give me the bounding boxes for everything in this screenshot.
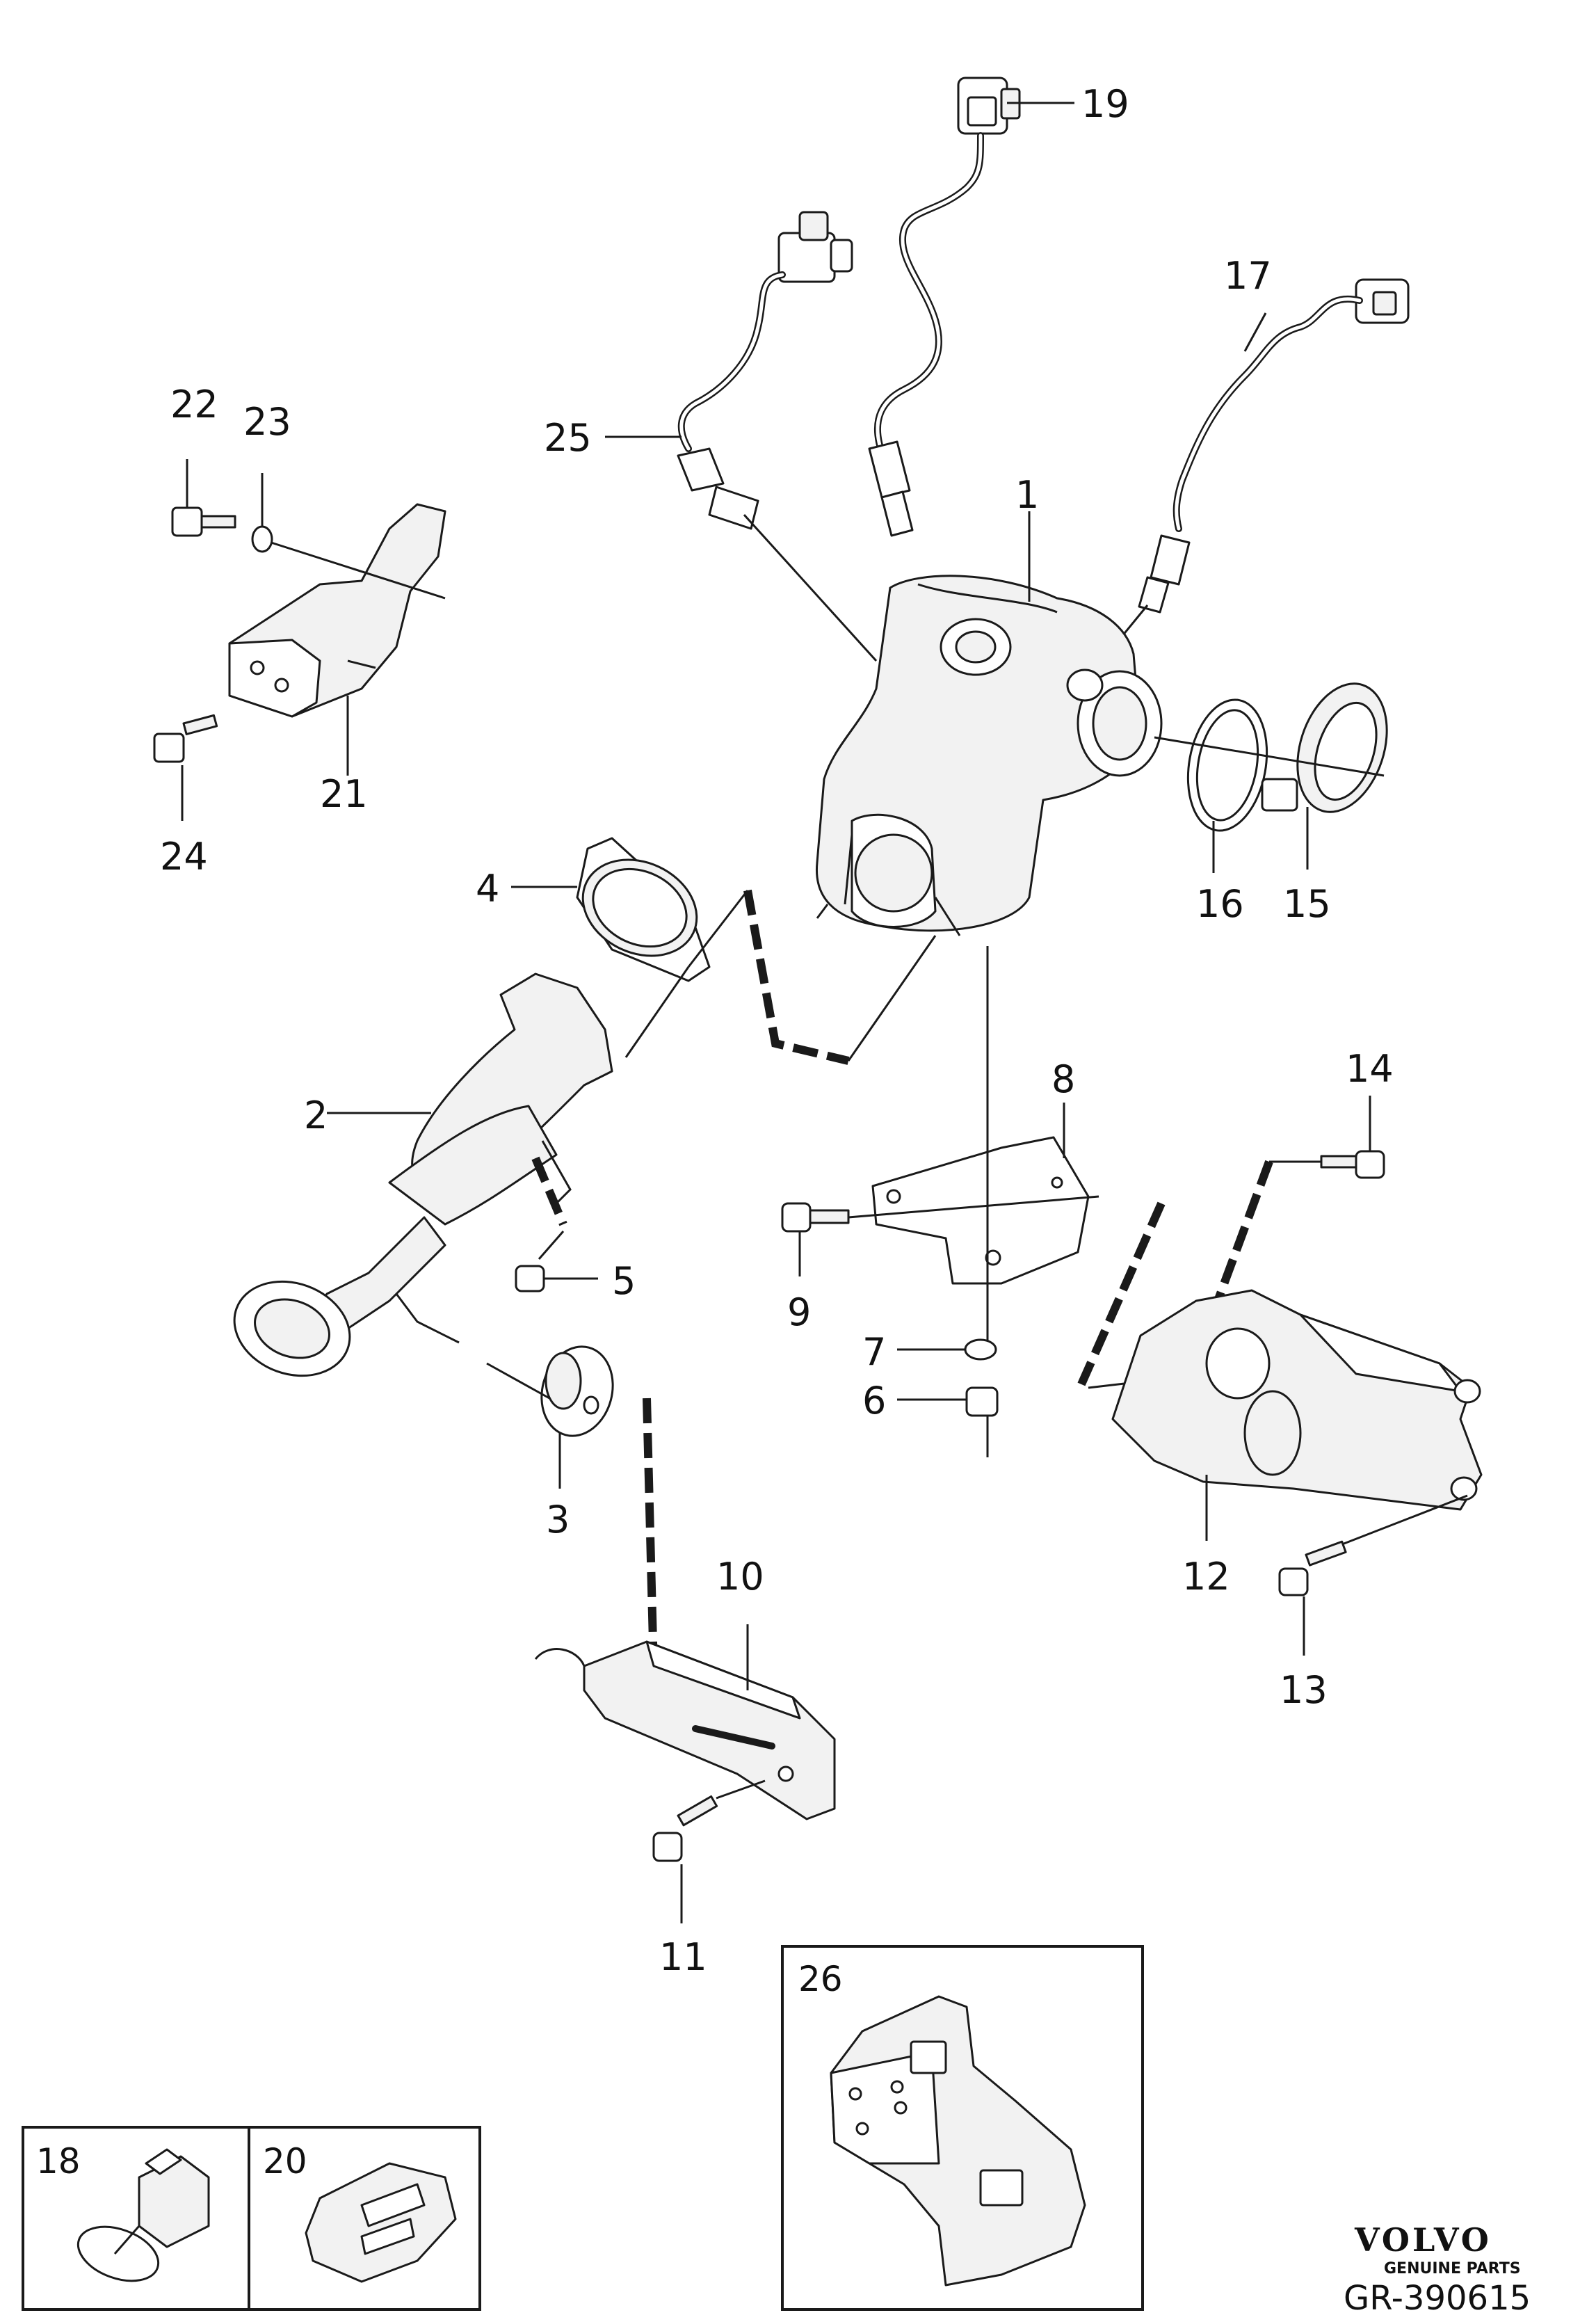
assembly-guide-line xyxy=(538,1231,565,1260)
bolt-9 xyxy=(781,1195,1099,1276)
callout-1: 1 xyxy=(1015,473,1039,517)
assembly-guide-dash xyxy=(531,1156,567,1226)
callout-12: 12 xyxy=(1182,1555,1230,1599)
oxygen-sensor-25 xyxy=(605,211,878,662)
callout-15: 15 xyxy=(1283,882,1331,926)
diagram-reference: GR-390615 xyxy=(1344,2279,1531,2318)
callout-7: 7 xyxy=(862,1330,886,1374)
callout-2: 2 xyxy=(304,1094,328,1137)
bolt-22 xyxy=(171,459,236,537)
callout-23: 23 xyxy=(243,400,291,444)
inset-heat-shield-26: 26 xyxy=(781,1945,1144,2311)
rubber-mount-3 xyxy=(486,1345,614,1489)
volvo-logo: VOLVO GENUINE PARTS xyxy=(1354,2221,1521,2277)
callout-21: 21 xyxy=(320,772,368,816)
washer-7 xyxy=(897,1338,997,1361)
brand-name: VOLVO xyxy=(1354,2221,1492,2259)
bolt-14 xyxy=(1320,1096,1385,1179)
callout-11: 11 xyxy=(659,1935,707,1979)
callout-6: 6 xyxy=(862,1379,886,1423)
brand-tagline: GENUINE PARTS xyxy=(1384,2260,1521,2277)
assembly-guide-line xyxy=(687,890,749,968)
bolt-24 xyxy=(153,714,218,821)
exhaust-clamp-15 xyxy=(1154,682,1388,870)
callout-9: 9 xyxy=(787,1290,811,1334)
catalytic-converter-1 xyxy=(815,511,1163,936)
callout-13: 13 xyxy=(1280,1668,1328,1712)
gasket-ring-16 xyxy=(1186,698,1268,873)
callout-3: 3 xyxy=(546,1498,570,1542)
assembly-guide-dash xyxy=(1206,1160,1273,1324)
bolt-13 xyxy=(1278,1494,1468,1656)
inset-clip-18: 18 xyxy=(22,2126,250,2311)
oxygen-sensor-17 xyxy=(1083,278,1410,682)
front-exhaust-pipe-2 xyxy=(233,972,613,1377)
washer-23 xyxy=(251,473,446,600)
heat-shield-12 xyxy=(1111,1289,1483,1541)
callout-4: 4 xyxy=(476,867,499,911)
inset-label-26: 26 xyxy=(798,1959,843,1999)
assembly-guide-line xyxy=(847,935,937,1062)
bracket-8 xyxy=(871,946,1090,1356)
oxygen-sensor-19 xyxy=(868,77,1074,537)
inset-clip-20: 20 xyxy=(248,2126,481,2311)
callout-24: 24 xyxy=(160,835,208,879)
flange-gasket-4 xyxy=(511,837,711,1058)
callout-5: 5 xyxy=(612,1259,636,1303)
callout-14: 14 xyxy=(1346,1047,1394,1091)
callout-22: 22 xyxy=(170,383,218,426)
heat-shield-21 xyxy=(228,503,446,776)
callout-17: 17 xyxy=(1224,254,1272,298)
callout-10: 10 xyxy=(716,1555,764,1599)
nut-6 xyxy=(897,1386,999,1457)
callout-19: 19 xyxy=(1081,82,1129,126)
nut-5 xyxy=(515,1265,598,1292)
callout-25: 25 xyxy=(544,416,592,460)
inset-label-20: 20 xyxy=(263,2141,307,2181)
heat-shield-10 xyxy=(534,1624,836,1820)
bolt-11 xyxy=(652,1779,766,1923)
assembly-guide-dash xyxy=(643,1398,658,1670)
callout-8: 8 xyxy=(1051,1057,1075,1101)
assembly-guide-dash xyxy=(743,889,850,1065)
callout-16: 16 xyxy=(1196,882,1244,926)
inset-label-18: 18 xyxy=(36,2141,81,2181)
